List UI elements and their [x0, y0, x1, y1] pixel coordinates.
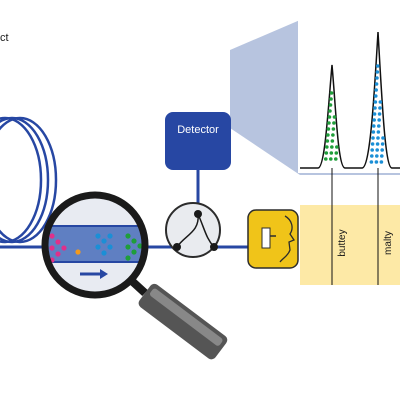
- peak-dot-green: [327, 121, 331, 125]
- sample-dot-pink: [55, 251, 61, 257]
- sample-dot-pink: [49, 245, 55, 251]
- peak-dot-green: [325, 145, 329, 149]
- sample-dot-pink: [55, 239, 61, 245]
- peak-dot-blue: [375, 64, 380, 68]
- odor-label-buttey: buttey: [337, 229, 348, 256]
- peak-dot-blue: [374, 154, 379, 158]
- partial-title: ct: [0, 32, 9, 44]
- sample-dot-green: [125, 255, 131, 261]
- peak-dot-blue: [376, 130, 381, 134]
- peak-dot-blue: [380, 142, 385, 146]
- sample-dot-blue: [107, 244, 113, 250]
- peak-dot-blue: [373, 106, 377, 110]
- peak-dot-green: [326, 133, 330, 137]
- peak-dot-blue: [371, 130, 376, 134]
- detector-box: [165, 112, 231, 170]
- peak-dot-green: [329, 97, 333, 101]
- sample-dot-green: [131, 249, 137, 255]
- peak-dot-blue: [375, 70, 380, 74]
- peak-dot-blue: [370, 148, 374, 152]
- peak-malty-fill: [369, 64, 385, 164]
- sample-dot-blue: [101, 250, 107, 256]
- peak-dot-green: [332, 115, 337, 119]
- sample-dot-green: [125, 244, 131, 250]
- sample-dot-green: [137, 243, 143, 249]
- peak-dot-blue: [373, 100, 378, 104]
- sample-dot-green: [131, 238, 137, 244]
- peak-dot-green: [323, 157, 328, 161]
- peak-dot-blue: [377, 112, 382, 116]
- chromatogram-projection-panel: [230, 20, 300, 175]
- sample-dot-blue: [95, 233, 101, 239]
- magnifying-glass-icon: [41, 191, 228, 360]
- peak-dot-blue: [372, 118, 376, 122]
- peak-dot-blue: [375, 76, 379, 80]
- peak-dot-blue: [371, 136, 375, 140]
- olfactometry-band: [300, 205, 400, 285]
- odor-label-malty: malty: [383, 231, 394, 255]
- peak-dot-green: [327, 115, 332, 119]
- sample-dot-blue: [95, 244, 101, 250]
- chromatogram-window: [298, 20, 400, 173]
- peak-dot-blue: [380, 148, 384, 152]
- peak-dot-blue: [381, 136, 385, 140]
- peak-dot-green: [328, 109, 332, 113]
- peak-dot-green: [331, 133, 335, 137]
- peak-dot-blue: [374, 160, 379, 164]
- sample-dot-green: [125, 233, 131, 239]
- peak-dot-green: [334, 151, 339, 155]
- peak-dot-green: [335, 145, 339, 149]
- peak-dot-green: [329, 91, 334, 95]
- detector-label: Detector: [177, 124, 219, 136]
- peak-dot-blue: [369, 154, 374, 158]
- sample-dot-blue: [101, 238, 107, 244]
- peak-dot-blue: [369, 160, 374, 164]
- peak-dot-green: [328, 157, 333, 161]
- peak-dot-green: [329, 151, 334, 155]
- peak-dot-green: [328, 103, 333, 107]
- peak-dot-blue: [378, 100, 383, 104]
- peak-dot-blue: [371, 124, 376, 128]
- peak-dot-blue: [374, 88, 378, 92]
- splitter-valve-icon: [165, 202, 221, 258]
- peak-dot-blue: [370, 142, 375, 146]
- peak-dot-blue: [372, 112, 377, 116]
- sample-dot-pink: [49, 233, 55, 239]
- peak-dot-blue: [377, 118, 381, 122]
- peak-dot-blue: [376, 124, 381, 128]
- peak-dot-blue: [374, 82, 379, 86]
- peak-dot-green: [330, 145, 334, 149]
- peak-dot-blue: [376, 136, 380, 140]
- peak-dot-green: [330, 139, 335, 143]
- peak-dot-blue: [379, 160, 384, 164]
- gc-column-coil-icon: [0, 116, 58, 244]
- chromatogram-trace: [300, 31, 400, 169]
- peak-dot-blue: [375, 148, 379, 152]
- peak-dot-green: [332, 121, 336, 125]
- peak-dot-blue: [375, 142, 380, 146]
- olfactometry-nose-icon: [247, 209, 299, 269]
- peak-dot-green: [333, 157, 338, 161]
- peak-dot-green: [325, 139, 330, 143]
- sample-compound-dots: [49, 233, 143, 263]
- sample-dot-orange: [75, 249, 81, 255]
- peak-dot-green: [324, 151, 329, 155]
- peak-dot-green: [331, 127, 336, 131]
- sample-dot-pink: [61, 245, 67, 251]
- peak-buttey-fill: [323, 91, 339, 161]
- peak-dot-blue: [379, 154, 384, 158]
- peak-dot-blue: [373, 94, 378, 98]
- peak-dot-blue: [378, 106, 382, 110]
- sample-dot-blue: [107, 233, 113, 239]
- peak-dot-green: [326, 127, 331, 131]
